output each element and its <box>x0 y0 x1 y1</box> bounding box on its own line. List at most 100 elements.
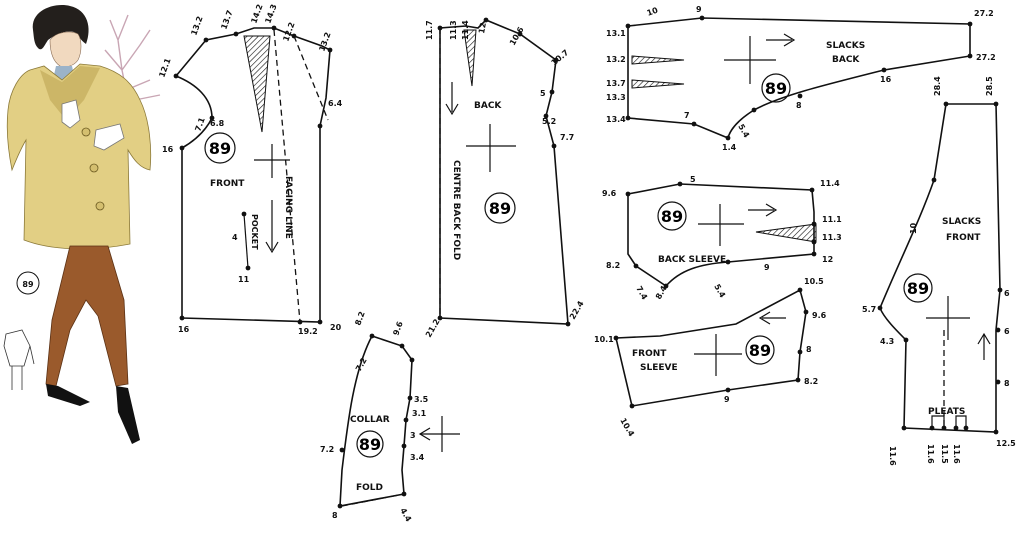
back-m-10: 22.4 <box>568 299 586 321</box>
slacks-back-m-6: 13.7 <box>606 79 626 88</box>
illustration-number-circle <box>16 271 40 295</box>
back-sleeve-piece: 89 BACK SLEEVE 9.6 5 11.4 11.1 11.3 12 8… <box>602 175 842 302</box>
back-m-8: 7.7 <box>560 133 574 142</box>
back-m-3: 12 <box>477 22 488 35</box>
front-m-2: 14.2 <box>249 3 264 25</box>
hair-illustration <box>32 5 89 50</box>
front-m-14: 11 <box>238 275 250 284</box>
coat-button-1 <box>81 127 91 137</box>
front-sleeve-piece: 89 FRONT SLEEVE 10.1 10.5 9.6 8 8.2 9 10… <box>594 277 827 438</box>
front-sleeve-measure-points <box>613 287 809 409</box>
back-m-0: 11.7 <box>425 20 434 40</box>
slacks-front-m-7: 4.3 <box>880 337 894 346</box>
slacks-back-m-10: 5.4 <box>736 123 751 140</box>
back-m-2: 11.4 <box>461 20 470 40</box>
front-m-1: 13.7 <box>219 9 234 31</box>
glove-left-illustration <box>61 99 81 129</box>
slacks-back-m-1: 9 <box>696 5 702 14</box>
slacks-front-m-11: 11.6 <box>952 444 961 464</box>
face-illustration <box>49 31 82 68</box>
slacks-back-m-7: 13.3 <box>606 93 626 102</box>
slacks-front-m-3: 6 <box>1004 289 1010 298</box>
slacks-back-m-13: 16 <box>880 75 892 84</box>
collar-m-4: 3.1 <box>412 409 427 418</box>
collar-m-8: 4.4 <box>398 507 413 524</box>
slacks-front-m-5: 8 <box>1004 379 1010 388</box>
front-facing-label: FACING LINE <box>283 176 293 239</box>
slacks-front-m-0: 28.4 <box>933 76 942 96</box>
front-piece: 89 FRONT FACING LINE POCKET 13.2 13.7 14… <box>157 3 342 336</box>
collar-m-3: 3.5 <box>414 395 429 404</box>
back-fold-label: CENTRE BACK FOLD <box>451 160 461 260</box>
slacks-back-m-4: 13.1 <box>606 29 626 38</box>
back-sleeve-m-0: 9.6 <box>602 189 617 198</box>
slacks-back-m-8: 13.4 <box>606 115 626 124</box>
front-m-13: 20 <box>330 323 342 332</box>
front-title: FRONT <box>210 179 245 189</box>
back-sleeve-m-9: 5.4 <box>712 283 727 300</box>
collar-m-7: 7.2 <box>320 445 334 454</box>
collar-m-6: 3.4 <box>410 453 425 462</box>
back-m-5: 10.7 <box>550 48 571 68</box>
slacks-front-measure-points <box>877 101 1003 435</box>
front-m-15: 4 <box>232 233 238 242</box>
collar-m-9: 8 <box>332 511 338 520</box>
slacks-back-number: 89 <box>765 79 787 98</box>
slacks-front-pleats-label: PLEATS <box>928 407 965 417</box>
front-sleeve-m-2: 9.6 <box>812 311 827 320</box>
front-m-6: 12.1 <box>157 57 172 79</box>
slacks-front-m-2: 10 <box>909 222 918 234</box>
slacks-front-title-2: FRONT <box>946 233 981 243</box>
front-sleeve-m-6: 10.4 <box>618 417 636 439</box>
slacks-front-m-4: 6 <box>1004 327 1010 336</box>
front-number: 89 <box>209 139 231 158</box>
slacks-front-m-12: 12.5 <box>996 439 1016 448</box>
collar-m-0: 8.2 <box>353 310 366 326</box>
slacks-back-m-5: 13.2 <box>606 55 626 64</box>
slacks-back-piece: 89 SLACKS BACK 10 9 27.2 27.2 13.1 13.2 … <box>606 5 996 152</box>
slacks-back-measure-points <box>625 15 973 141</box>
slacks-back-m-0: 10 <box>646 5 660 17</box>
slacks-back-m-11: 1.4 <box>722 143 737 152</box>
back-sleeve-title: BACK SLEEVE <box>658 255 726 265</box>
front-m-0: 13.2 <box>189 15 204 37</box>
back-sleeve-m-5: 12 <box>822 255 833 264</box>
slacks-front-m-8: 11.6 <box>888 446 897 466</box>
front-sleeve-m-0: 10.1 <box>594 335 614 344</box>
collar-piece: 89 COLLAR FOLD 8.2 9.6 7.2 3.5 3.1 3 3.4… <box>320 310 460 524</box>
slacks-front-number: 89 <box>907 279 929 298</box>
trousers-illustration <box>45 245 129 387</box>
slacks-back-m-2: 27.2 <box>974 9 994 18</box>
slacks-front-m-9: 11.6 <box>926 444 935 464</box>
back-sleeve-m-3: 11.1 <box>822 215 842 224</box>
shoe-left-illustration <box>46 384 90 406</box>
collar-m-2: 7.2 <box>354 356 369 373</box>
front-pocket-label: POCKET <box>250 214 259 250</box>
back-m-6: 5 <box>540 89 546 98</box>
coat-button-2 <box>89 163 99 173</box>
slacks-front-m-10: 11.5 <box>940 444 949 464</box>
front-m-8: 6.8 <box>210 119 225 128</box>
back-sleeve-m-4: 11.3 <box>822 233 842 242</box>
back-sleeve-number: 89 <box>661 207 683 226</box>
back-sleeve-m-2: 11.4 <box>820 179 840 188</box>
shoe-right-illustration <box>116 386 140 444</box>
back-sleeve-m-10: 9 <box>764 263 770 272</box>
slacks-back-title-2: BACK <box>832 55 860 65</box>
front-sleeve-title-1: FRONT <box>632 349 667 359</box>
illustration-number: 89 <box>22 280 34 289</box>
front-m-10: 6.4 <box>328 99 343 108</box>
back-number: 89 <box>489 199 511 218</box>
slacks-front-title-1: SLACKS <box>942 217 981 227</box>
slacks-back-title-1: SLACKS <box>826 41 865 51</box>
back-m-7: 5.2 <box>542 117 556 126</box>
glove-right-illustration <box>93 123 125 151</box>
collar-m-1: 9.6 <box>391 320 404 337</box>
back-sleeve-m-7: 7.4 <box>634 285 649 302</box>
coat-collar-illustration <box>40 66 100 120</box>
back-sleeve-measure-points <box>625 181 817 289</box>
back-piece: 89 BACK CENTRE BACK FOLD 11.7 11.3 11.4 … <box>424 17 586 339</box>
collar-m-5: 3 <box>410 431 416 440</box>
back-sleeve-m-6: 8.2 <box>606 261 620 270</box>
collar-title: COLLAR <box>350 415 390 425</box>
